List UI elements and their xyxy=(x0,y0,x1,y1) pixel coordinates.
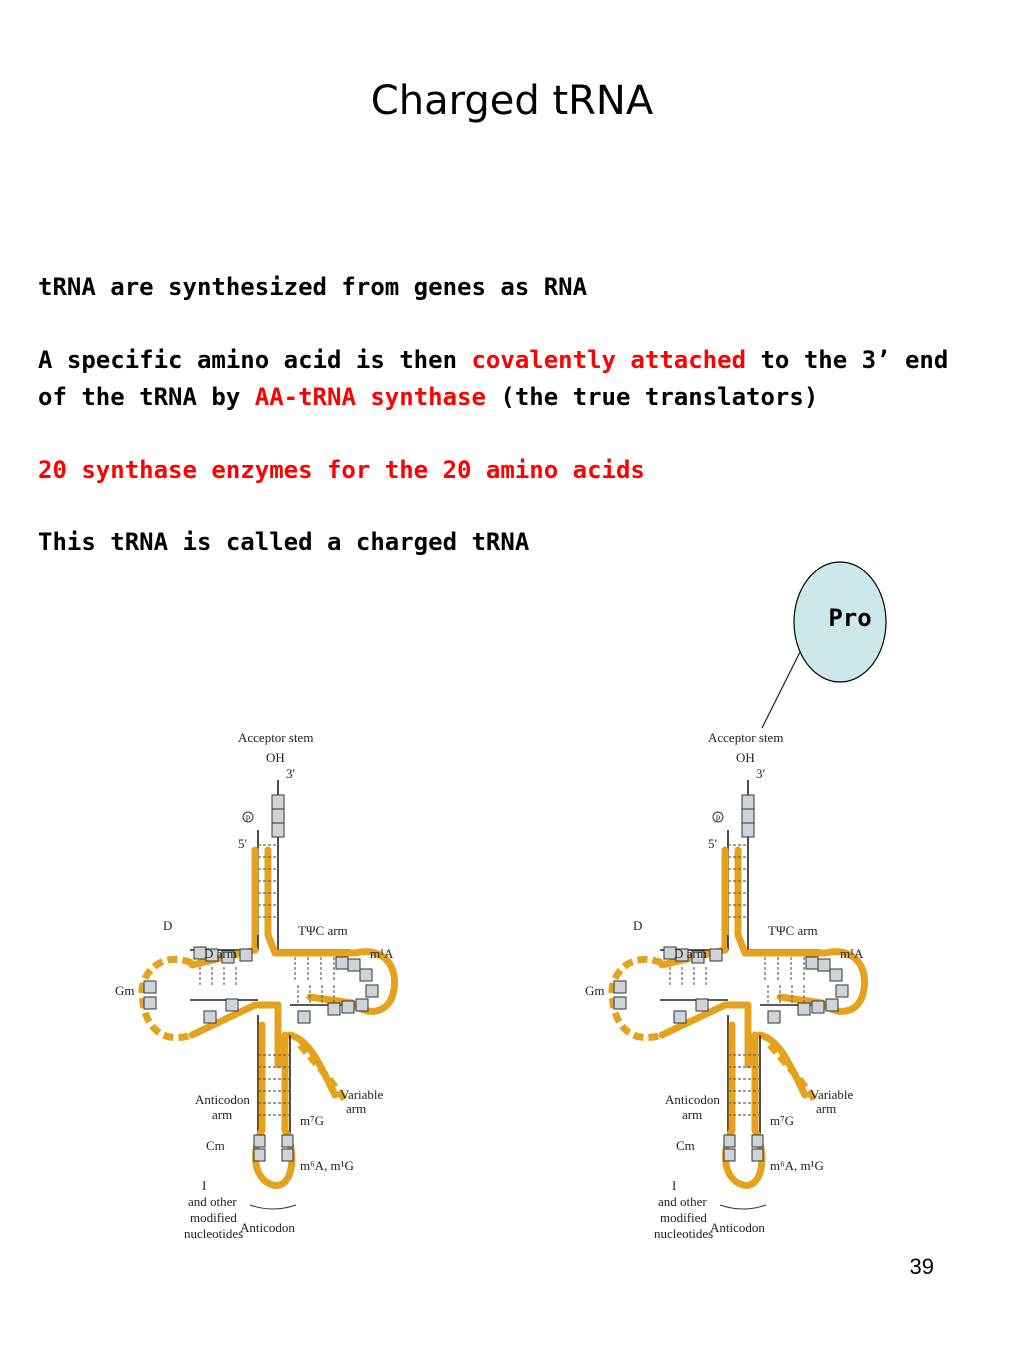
label-variable-arm-2: arm xyxy=(346,1101,366,1116)
trna-diagram-charged: Acceptor stem OH 3′ 5′ P D D arm Gm TΨC … xyxy=(585,730,865,1241)
trna-diagram-uncharged: Acceptor stem OH 3′ 5′ P D D arm Gm TΨC … xyxy=(115,730,395,1241)
amino-acid-label: Pro xyxy=(828,604,871,632)
label-cm: Cm xyxy=(206,1138,225,1153)
amino-acid-connector xyxy=(761,639,807,729)
label-d-2: D xyxy=(633,918,642,933)
label-acceptor-stem-2: Acceptor stem xyxy=(708,730,783,745)
label-d: D xyxy=(163,918,172,933)
label-m6a-2: m⁶A, m¹G xyxy=(770,1158,824,1173)
label-anticodon-arm-1: Anticodon xyxy=(195,1092,250,1107)
label-mod-2-2: and other xyxy=(658,1194,707,1209)
label-m7g: m⁷G xyxy=(300,1113,324,1128)
text-charged-trna: This tRNA is called a charged tRNA xyxy=(38,524,988,561)
label-oh: OH xyxy=(266,750,285,765)
text-twenty-synthase: 20 synthase enzymes for the 20 amino aci… xyxy=(38,452,988,489)
label-three-prime: 3′ xyxy=(286,766,296,781)
label-anticodon-arm-1-2: Anticodon xyxy=(665,1092,720,1107)
label-phosphate: P xyxy=(245,814,250,824)
slide-title: Charged tRNA xyxy=(370,78,654,124)
text-line2-a: A specific amino acid is then xyxy=(38,346,472,374)
amino-acid-bubble xyxy=(793,561,887,683)
text-synthesized: tRNA are synthesized from genes as RNA xyxy=(38,269,988,306)
label-anticodon-arm-2: arm xyxy=(212,1107,232,1122)
text-line2-e: (the true translators) xyxy=(485,383,819,411)
text-covalently-attached: covalently attached xyxy=(471,346,747,374)
label-tpsic-arm-2: TΨC arm xyxy=(768,923,818,938)
label-cm-2: Cm xyxy=(676,1138,695,1153)
label-m1a: m¹A xyxy=(370,946,394,961)
label-m1a-2: m¹A xyxy=(840,946,864,961)
label-mod-1: I xyxy=(202,1178,206,1193)
label-variable-arm-1-2: Variable xyxy=(810,1087,854,1102)
label-five-prime: 5′ xyxy=(238,836,248,851)
text-line3: 20 synthase enzymes for the 20 amino aci… xyxy=(38,456,645,484)
text-aa-trna-synthase: AA-tRNA synthase xyxy=(254,383,486,411)
label-mod-4: nucleotides xyxy=(184,1226,243,1241)
label-gm: Gm xyxy=(115,983,135,998)
text-line2-c: to the 3’ end of the tRNA by xyxy=(38,346,949,411)
label-oh-2: OH xyxy=(736,750,755,765)
label-mod-3: modified xyxy=(190,1210,237,1225)
label-anticodon: Anticodon xyxy=(240,1220,295,1235)
label-tpsic-arm: TΨC arm xyxy=(298,923,348,938)
label-mod-1-2: I xyxy=(672,1178,676,1193)
text-line4: This tRNA is called a charged tRNA xyxy=(38,528,530,556)
label-mod-4-2: nucleotides xyxy=(654,1226,713,1241)
label-variable-arm-2-2: arm xyxy=(816,1101,836,1116)
label-d-arm-2: D arm xyxy=(674,946,707,961)
label-m6a: m⁶A, m¹G xyxy=(300,1158,354,1173)
label-d-arm: D arm xyxy=(204,946,237,961)
label-anticodon-2: Anticodon xyxy=(710,1220,765,1235)
label-mod-3-2: modified xyxy=(660,1210,707,1225)
label-mod-2: and other xyxy=(188,1194,237,1209)
label-three-prime-2: 3′ xyxy=(756,766,766,781)
page-number: 39 xyxy=(909,1254,934,1279)
label-variable-arm-1: Variable xyxy=(340,1087,384,1102)
label-gm-2: Gm xyxy=(585,983,605,998)
label-anticodon-arm-2-2: arm xyxy=(682,1107,702,1122)
label-acceptor-stem: Acceptor stem xyxy=(238,730,313,745)
text-specific-amino-acid: A specific amino acid is then covalently… xyxy=(38,342,988,416)
label-phosphate-2: P xyxy=(715,814,720,824)
label-m7g-2: m⁷G xyxy=(770,1113,794,1128)
text-line1: tRNA are synthesized from genes as RNA xyxy=(38,273,588,301)
label-five-prime-2: 5′ xyxy=(708,836,718,851)
